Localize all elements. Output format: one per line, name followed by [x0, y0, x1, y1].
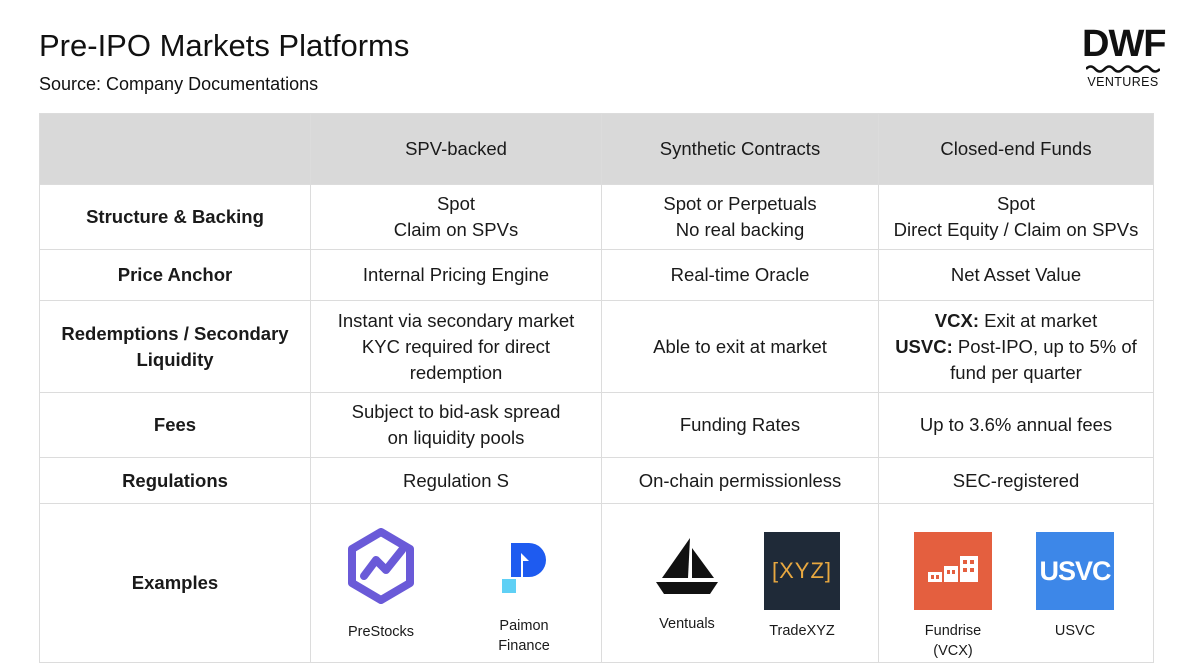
- table-row: Price Anchor Internal Pricing Engine Rea…: [39, 249, 1154, 301]
- usvc-logo-icon: USVC: [1036, 532, 1114, 610]
- example-caption: Fundrise: [924, 623, 982, 639]
- cell-examples-synthetic: Ventuals [XYZ] TradeXYZ: [601, 503, 879, 663]
- cell-structure-spv: Spot Claim on SPVs: [310, 184, 602, 250]
- cell-redemptions-spv: Instant via secondary market KYC require…: [310, 300, 602, 393]
- example-caption: (VCX): [933, 643, 973, 659]
- vcx-label: VCX:: [934, 309, 979, 331]
- usvc-text: Post-IPO, up to 5% of: [952, 335, 1137, 357]
- row-label-fees: Fees: [39, 392, 311, 458]
- page-title: Pre-IPO Markets Platforms: [39, 28, 410, 63]
- wave-icon: [1086, 65, 1160, 73]
- cell-redemptions-closed: VCX: Exit at market USVC: Post-IPO, up t…: [878, 300, 1154, 393]
- cell-structure-synthetic: Spot or Perpetuals No real backing: [601, 184, 879, 250]
- cell-examples-closed: Fundrise (VCX) USVC USVC: [878, 503, 1154, 663]
- logo-brand: DWF: [1082, 23, 1167, 65]
- building-icon: [928, 556, 978, 582]
- cell-regulations-closed: SEC-registered: [878, 457, 1154, 504]
- example-caption: USVC: [1054, 623, 1096, 639]
- example-caption: Finance: [498, 638, 550, 654]
- prestocks-logo-icon: [348, 528, 414, 604]
- header-closed-end-funds: Closed-end Funds: [878, 113, 1154, 185]
- cell-line: Subject to bid-ask spread: [351, 401, 561, 422]
- cell-redemptions-synthetic: Able to exit at market: [601, 300, 879, 393]
- cell-line: USVC: Post-IPO, up to 5% of: [885, 334, 1147, 360]
- dwf-ventures-logo: DWF VENTURES: [1082, 24, 1167, 92]
- row-label-price: Price Anchor: [39, 249, 311, 301]
- table-row: Structure & Backing Spot Claim on SPVs S…: [39, 184, 1154, 250]
- examples-label: Examples: [131, 572, 219, 593]
- cell-line: Spot: [996, 193, 1036, 214]
- header-empty: [39, 113, 311, 185]
- ventuals-logo-icon: [656, 538, 718, 594]
- example-prestocks: PreStocks: [331, 528, 431, 642]
- example-fundrise: Fundrise (VCX): [903, 532, 1003, 661]
- cell-line: VCX: Exit at market: [885, 308, 1147, 334]
- header-synthetic-contracts: Synthetic Contracts: [601, 113, 879, 185]
- example-caption: TradeXYZ: [769, 623, 835, 639]
- cell-line: Direct Equity / Claim on SPVs: [893, 219, 1139, 240]
- example-paimon-finance: Paimon Finance: [474, 541, 574, 656]
- logo-sub: VENTURES: [1087, 75, 1159, 89]
- cell-regulations-spv: Regulation S: [310, 457, 602, 504]
- cell-fees-synthetic: Funding Rates: [601, 392, 879, 458]
- cell-examples-spv: PreStocks Paimon Finance: [310, 503, 602, 663]
- cell-line: Redemptions / Secondary: [61, 322, 289, 344]
- paimon-logo-icon: [502, 543, 546, 593]
- example-usvc: USVC USVC: [1025, 532, 1125, 641]
- header-spv-backed: SPV-backed: [310, 113, 602, 185]
- cell-line: Liquidity: [136, 348, 214, 370]
- row-label-regulations: Regulations: [39, 457, 311, 504]
- cell-price-synthetic: Real-time Oracle: [601, 249, 879, 301]
- cell-line: fund per quarter: [950, 361, 1082, 383]
- row-label-examples: Examples: [39, 503, 311, 663]
- table-row: Redemptions / Secondary Liquidity Instan…: [39, 300, 1154, 393]
- example-caption: Paimon: [499, 618, 549, 634]
- cell-price-closed: Net Asset Value: [878, 249, 1154, 301]
- example-caption: PreStocks: [347, 624, 415, 640]
- cell-line: Spot: [436, 193, 476, 214]
- cell-line: Spot or Perpetuals: [663, 193, 817, 214]
- cell-line: No real backing: [675, 219, 805, 240]
- tradexyz-logo-icon: [XYZ]: [764, 532, 840, 610]
- row-label-structure: Structure & Backing: [39, 184, 311, 250]
- cell-line: KYC required for direct: [361, 335, 551, 357]
- table-row: Examples PreStocks Paimon: [39, 503, 1154, 663]
- comparison-table: SPV-backed Synthetic Contracts Closed-en…: [39, 113, 1154, 663]
- cell-price-spv: Internal Pricing Engine: [310, 249, 602, 301]
- fundrise-logo-icon: [914, 532, 992, 610]
- table-row: Regulations Regulation S On-chain permis…: [39, 457, 1154, 504]
- cell-regulations-synthetic: On-chain permissionless: [601, 457, 879, 504]
- usvc-label: USVC:: [895, 335, 953, 357]
- cell-line: Claim on SPVs: [393, 219, 519, 240]
- cell-line: Instant via secondary market: [337, 309, 575, 331]
- example-caption: Ventuals: [659, 616, 715, 632]
- cell-line: on liquidity pools: [387, 427, 525, 448]
- cell-fees-spv: Subject to bid-ask spread on liquidity p…: [310, 392, 602, 458]
- table-header-row: SPV-backed Synthetic Contracts Closed-en…: [39, 113, 1154, 185]
- row-label-redemptions: Redemptions / Secondary Liquidity: [39, 300, 311, 393]
- example-tradexyz: [XYZ] TradeXYZ: [752, 532, 852, 641]
- example-ventuals: Ventuals: [637, 534, 737, 634]
- page-subtitle: Source: Company Documentations: [39, 74, 319, 94]
- vcx-text: Exit at market: [978, 309, 1098, 331]
- table-row: Fees Subject to bid-ask spread on liquid…: [39, 392, 1154, 458]
- cell-structure-closed: Spot Direct Equity / Claim on SPVs: [878, 184, 1154, 250]
- cell-fees-closed: Up to 3.6% annual fees: [878, 392, 1154, 458]
- cell-line: redemption: [409, 361, 503, 383]
